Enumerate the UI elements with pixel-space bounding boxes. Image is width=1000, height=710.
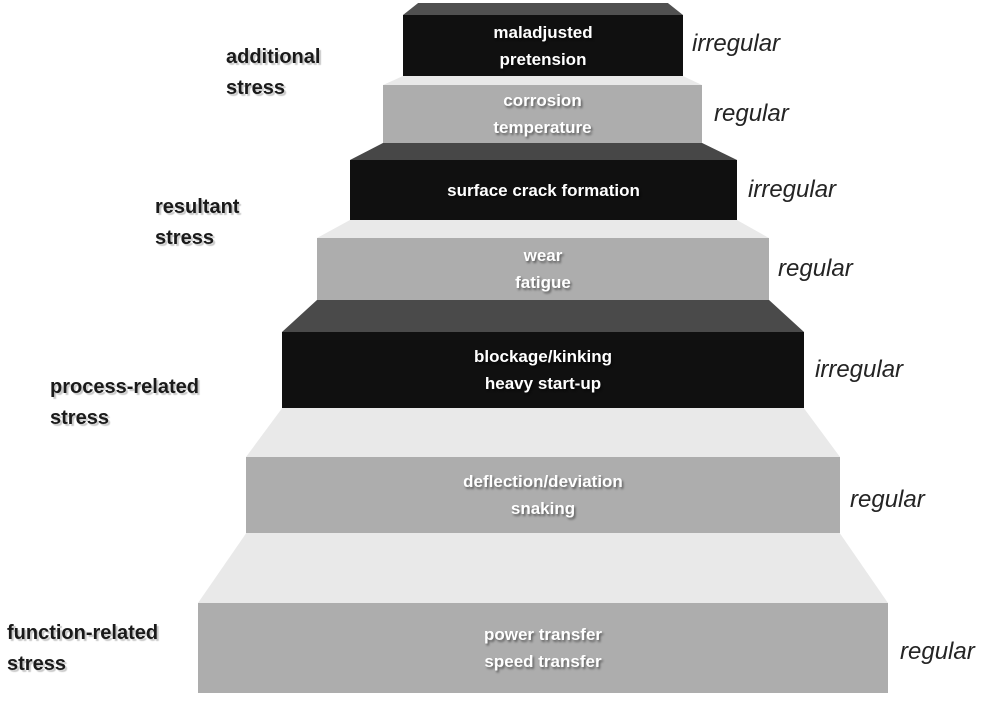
category-label-function-related-stress: function-related stress [7,618,158,680]
step7-tread [198,533,888,603]
regularity-label-step5: irregular [815,356,904,383]
step-label-line: snaking [510,499,576,518]
step-label-line: speed transfer [484,652,602,671]
category-label-resultant-stress: resultant stress [155,192,239,254]
step2-tread [383,76,702,85]
step7-riser-power-speed-transfer: power transfer speed transfer [198,603,888,693]
regularity-label-step4: regular [778,255,853,282]
regularity-label-step1: irregular [692,30,781,57]
step-label-line: temperature [493,118,592,137]
category-label-line: process-related [50,376,199,398]
step-label-line: maladjusted [493,22,593,42]
step5-riser-blockage-kinking: blockage/kinking heavy start-up [282,332,804,408]
step6-tread [246,408,840,457]
step3-riser-surface-crack-formation: surface crack formation [350,160,737,220]
regularity-label-step2: regular [714,100,789,127]
category-label-line: stress [226,77,285,99]
step-label-line: surface crack formation [447,180,640,200]
step-label-line: fatigue [515,273,571,292]
step4-tread [317,220,769,238]
category-label-line: function-related [7,622,159,644]
step-label-line: deflection/deviation [463,472,623,491]
category-label-line: stress [50,407,109,429]
category-label-line: stress [7,653,66,675]
regularity-label-step7: regular [900,638,975,665]
step1-tread [403,3,683,15]
category-label-process-related-stress: process-related stress [50,372,199,434]
category-label-line: additional [226,46,321,68]
regularity-label-step3: irregular [748,176,837,203]
step1-riser-maladjusted-pretension: maladjusted pretension [403,15,683,76]
step-label-line: power transfer [483,625,603,644]
step6-riser-deflection-deviation: deflection/deviation snaking [246,457,840,533]
step-label-line: corrosion [503,91,582,110]
category-label-line: resultant [155,196,240,218]
step-label-line: blockage/kinking [474,347,612,366]
step5-tread [282,300,804,332]
step3-tread [350,143,737,160]
step-label-line: pretension [499,49,587,69]
step2-riser-corrosion-temperature: corrosion temperature [383,85,702,143]
step4-riser-wear-fatigue: wear fatigue [317,238,769,300]
regularity-label-step6: regular [850,486,925,513]
category-label-additional-stress: additional stress [226,42,320,104]
step-label-line: wear [523,246,563,265]
category-label-line: stress [155,227,214,249]
step-label-line: heavy start-up [484,374,602,393]
